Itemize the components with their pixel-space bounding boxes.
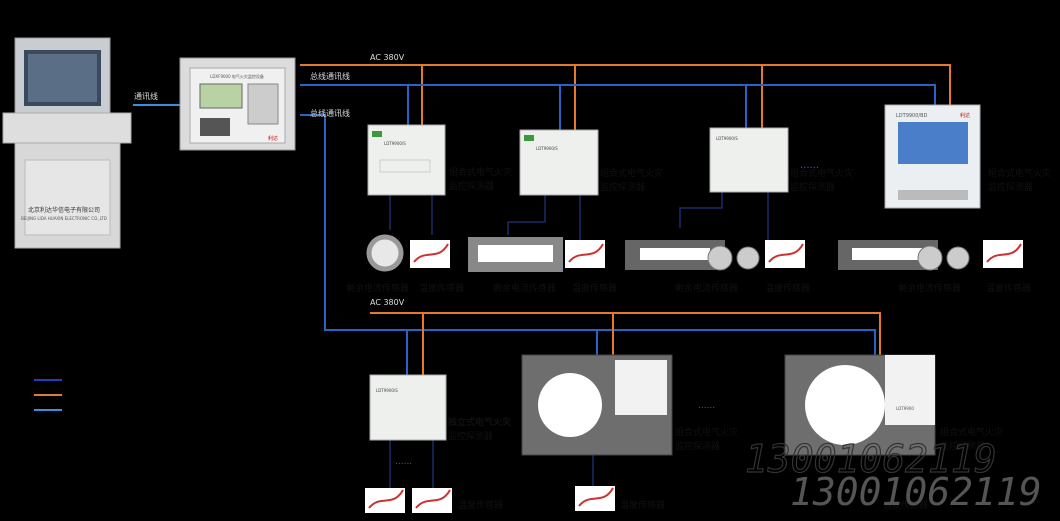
display-label-2: 监控探测器 bbox=[988, 181, 1033, 193]
detector-2-model: LDT9900/S bbox=[536, 146, 558, 151]
sensor-row-top bbox=[366, 234, 1023, 272]
sensor-label-temp-2: 温度传感器 bbox=[572, 282, 617, 294]
dots-1: ...... bbox=[800, 160, 819, 171]
top-power-bus bbox=[300, 64, 951, 130]
display-device: LDT9900/BD 利达 bbox=[884, 104, 981, 209]
phone-watermark-1: 13001062119 bbox=[745, 437, 997, 481]
detector-3-model: LDT9900/S bbox=[716, 136, 738, 141]
top-comm-bus bbox=[300, 84, 936, 130]
cabinet-text-2: BEIJING LIDA HUAXIN ELECTRONIC CO.,LTD bbox=[21, 216, 107, 221]
sensor-label-temp-5: 温度传感器 bbox=[458, 499, 503, 511]
detector-2: LDT9900/S bbox=[519, 129, 599, 196]
large-transformer-2: LDT9900 bbox=[784, 354, 936, 456]
detector-1-model: LDT9900/S bbox=[384, 141, 406, 146]
transformer-2-label-2: 监控探测器 bbox=[940, 440, 985, 452]
display-model: LDT9900/BD bbox=[896, 113, 928, 119]
bottom-power-bus bbox=[370, 312, 881, 375]
detector-3: LDT9900/S bbox=[709, 127, 789, 193]
detector-1-label-1: 组合式电气火灾 bbox=[449, 166, 512, 178]
sensor-label-temp-7: 温度传感器 bbox=[883, 499, 928, 511]
large-transformer-1 bbox=[521, 354, 673, 456]
host-caption: LDXF9000 电气火灾监控设备 bbox=[210, 73, 264, 79]
cabinet-text-1: 北京利达华信电子有限公司 bbox=[28, 206, 100, 214]
sensor-label-temp-6: 温度传感器 bbox=[620, 499, 665, 511]
sensor-label-current-2: 剩余电流传感器 bbox=[493, 282, 556, 294]
ws-link-label: 通讯线 bbox=[134, 91, 158, 101]
top-link-label: 总线通讯线 bbox=[310, 71, 350, 81]
detector-1: LDT9900/S bbox=[367, 124, 446, 196]
detector-4-label-2: 监控探测器 bbox=[448, 430, 493, 442]
sensor-label-temp-4: 温度传感器 bbox=[986, 282, 1031, 294]
sensor-label-current-4: 剩余电流传感器 bbox=[898, 282, 961, 294]
dots-2: ...... bbox=[395, 457, 412, 467]
sensor-label-temp-3: 温度传感器 bbox=[765, 282, 810, 294]
host-comm-down bbox=[300, 114, 876, 375]
sensor-label-current-1: 剩余电流传感器 bbox=[346, 282, 409, 294]
detector-3-label-2: 监控探测器 bbox=[790, 181, 835, 193]
host-controller: LDXF9000 电气火灾监控设备 利达 bbox=[179, 57, 296, 151]
transformer-1-label-1: 组合式电气火灾 bbox=[675, 426, 738, 438]
legend bbox=[34, 379, 62, 411]
detector-4-label-1: 独立式电气火灾 bbox=[447, 416, 512, 428]
detector-1-label-2: 监控探测器 bbox=[449, 180, 494, 192]
sensor-label-current-3: 剩余电流传感器 bbox=[675, 282, 738, 294]
transformer-2-label-1: 组合式电气火灾 bbox=[940, 426, 1003, 438]
transformer-1-label-2: 监控探测器 bbox=[675, 440, 720, 452]
wiring bbox=[133, 64, 951, 495]
detector-2-label-2: 监控探测器 bbox=[600, 181, 645, 193]
transformer-2-tag: LDT9900 bbox=[896, 406, 914, 411]
phone-watermark-2: 13001062119 bbox=[790, 470, 1042, 514]
detector-2-label-1: 组合式电气火灾 bbox=[600, 167, 663, 179]
detector-3-label-1: 组合式电气火灾 bbox=[790, 167, 853, 179]
sensor-wires bbox=[389, 192, 769, 495]
detector-4: LDT9900/S bbox=[369, 374, 447, 441]
bottom-bus-label: AC 380V bbox=[370, 298, 405, 307]
display-label-1: 组合式电气火灾 bbox=[988, 167, 1051, 179]
host-logo: 利达 bbox=[268, 135, 278, 142]
top-bus-label: AC 380V bbox=[370, 53, 405, 62]
sensor-label-temp-1: 温度传感器 bbox=[419, 282, 464, 294]
workstation: 北京利达华信电子有限公司 BEIJING LIDA HUAXIN ELECTRO… bbox=[2, 37, 132, 249]
display-logo: 利达 bbox=[960, 112, 970, 119]
dots-3: ...... bbox=[698, 401, 715, 411]
mid-link-label: 总线通讯线 bbox=[310, 108, 350, 118]
sensor-row-bottom bbox=[365, 486, 615, 513]
detector-4-model: LDT9900/S bbox=[376, 388, 398, 393]
